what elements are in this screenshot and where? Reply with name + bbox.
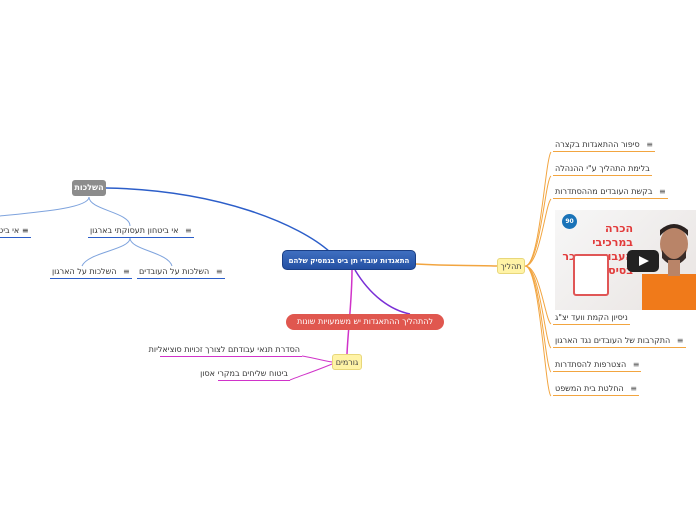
topic-org-effects[interactable]: השלכות על הארגון ≡ [50,267,132,279]
topic-meanings[interactable]: להתהליך ההתאגדות יש משמעויות שונות [286,314,444,330]
note-icon[interactable]: ≡ [659,187,666,196]
note-icon[interactable]: ≡ [215,267,223,276]
topic-factors-item-1[interactable]: הסדרת תנאי עבודתם לצורך זכויות סוציאליות [149,345,302,357]
topic-process-item-2-label: בלימת התהליך ע"י ההנהלה [555,164,650,173]
topic-process-item-5-label: התקרבות של העובדים נגד הארגון [555,336,671,345]
video-thumbnail[interactable]: 90 הכרה במרכיבי העבודה כשכר בסיס [555,210,696,310]
topic-process-item-3[interactable]: בקשת העובדים מההסתדרות ≡ [553,187,668,199]
topic-process-item-5[interactable]: התקרבות של העובדים נגד הארגון ≡ [553,336,686,348]
note-icon[interactable]: ≡ [676,336,684,345]
topic-process-item-7[interactable]: החלטת בית המשפט ≡ [553,384,639,396]
topic-process-item-3-label: בקשת העובדים מההסתדרות [555,187,653,196]
topic-factors[interactable]: גורמים [332,354,362,370]
note-icon[interactable]: ≡ [632,360,640,369]
topic-process-item-7-label: החלטת בית המשפט [555,384,624,393]
topic-consequences[interactable]: השלכות [72,180,106,196]
topic-process-item-1-label: סיפור ההתאגדות בקצרה [555,140,640,149]
document-icon [573,254,609,296]
topic-job-insecurity-label: אי ביטחון תעסוקתי בארגון [90,226,179,235]
play-button[interactable] [627,250,659,272]
topic-worker-effects-label: השלכות על העובדים [139,267,210,276]
topic-factors-item-2-label: ביטוח שליחים במקרי אסון [200,369,288,378]
note-icon[interactable]: ≡ [21,226,29,235]
note-icon[interactable]: ≡ [630,384,637,393]
topic-process-item-6-label: הצטרפות להסתדרות [555,360,627,369]
topic-job-insecurity[interactable]: אי ביטחון תעסוקתי בארגון ≡ [88,226,194,238]
topic-truncated-label: אי ביט [0,226,20,235]
topic-factors-item-1-label: הסדרת תנאי עבודתם לצורך זכויות סוציאליות [148,345,300,354]
note-icon[interactable]: ≡ [123,267,130,276]
topic-process-item-2[interactable]: בלימת התהליך ע"י ההנהלה [553,164,652,176]
topic-process[interactable]: תהליך [497,258,525,274]
topic-truncated[interactable]: ≡ אי ביט [0,226,31,238]
channel-logo: 90 [562,214,577,229]
note-icon[interactable]: ≡ [646,140,653,149]
presenter-image [642,224,696,310]
topic-worker-effects[interactable]: השלכות על העובדים ≡ [137,267,225,279]
topic-process-item-6[interactable]: הצטרפות להסתדרות ≡ [553,360,642,372]
topic-org-effects-label: השלכות על הארגון [52,267,117,276]
topic-process-item-4[interactable]: ניסיון הקמת וועד יצ"ג [553,313,630,325]
note-icon[interactable]: ≡ [185,226,192,235]
topic-process-item-1[interactable]: סיפור ההתאגדות בקצרה ≡ [553,140,655,152]
topic-process-item-4-label: ניסיון הקמת וועד יצ"ג [555,313,628,322]
topic-factors-item-2[interactable]: ביטוח שליחים במקרי אסון [200,369,290,381]
central-topic[interactable]: התאגדות עובדי תן ביס בגמסיק שלהם [282,250,416,270]
